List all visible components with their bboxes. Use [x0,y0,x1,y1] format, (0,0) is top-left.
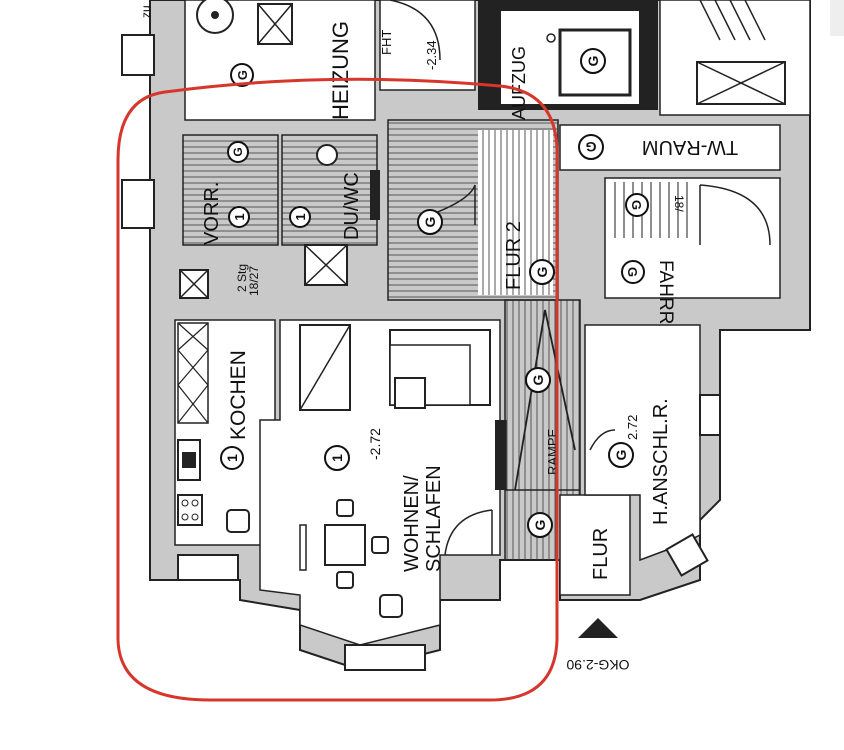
label-272-h: 2.72 [625,415,640,440]
ramp-arrow [514,309,576,491]
label-h-anschl: H.ANSCHL.R. [650,398,672,525]
g-marker-heizung: G [230,63,254,87]
svg-text:G: G [613,449,629,460]
g-marker-rampe: G [525,367,551,393]
bay-window [665,533,709,577]
label-stairs-1827: 18/27 [247,266,261,296]
svg-text:1: 1 [232,213,247,220]
svg-text:G: G [231,147,245,156]
label-stairs-2stg: 2 Stg [235,264,249,292]
label-fht: FHT [379,30,394,55]
g-marker-h-anschl: G [608,442,634,468]
label-stairs-18: 18/ [672,195,686,212]
side-table [394,377,426,409]
dining-table [324,524,366,566]
svg-text:G: G [235,70,250,80]
label-kochen: KOCHEN [227,350,250,440]
g-marker-aufzug: G [580,48,606,74]
svg-text:G: G [530,374,546,385]
svg-text:1: 1 [329,454,345,462]
highlight-outline [116,77,559,702]
window-left-mid [121,179,155,229]
label-flur-2: FLUR 2 [503,221,525,290]
corridor-top [379,0,476,91]
svg-text:G: G [534,266,550,277]
window-right [699,394,721,436]
g-marker-flur-low: G [527,512,553,538]
g-marker-flur2-b: G [529,259,555,285]
label-schlafen: SCHLAFEN [423,465,445,572]
marker-1-du: 1 [289,206,311,228]
g-marker-tw: G [578,134,604,160]
svg-text:G: G [585,55,601,66]
svg-text:1: 1 [224,454,240,462]
window-bottom [344,644,426,671]
label-272-room: -2.72 [367,428,383,460]
north-triangle [578,618,618,638]
label-heizung: HEIZUNG [328,21,353,120]
g-marker-fahrr-stair: G [625,193,649,217]
g-marker-fahrr: G [621,260,645,284]
label-tw-raum: TW-RAUM [642,136,738,158]
toilet-icon [316,144,338,166]
label-zu: zu [139,5,153,18]
label-wohnen: WOHNEN/ [401,475,423,572]
armchair-icon [379,594,403,618]
svg-text:G: G [532,519,548,530]
svg-text:G: G [629,200,644,210]
label-234: -2.34 [424,40,439,70]
marker-1-wohnen: 1 [324,445,350,471]
label-vorr: VORR. [201,182,223,245]
svg-text:1: 1 [293,213,308,220]
room-flur [559,494,631,596]
label-okg: OKG-2.90 [566,657,629,673]
stove-icon [177,494,203,526]
window-left-low [177,554,239,581]
g-marker-flur2-a: G [417,209,443,235]
marker-1-vorr: 1 [228,206,250,228]
page-edge-strip [830,0,844,36]
label-aufzug: AUFZUG [509,46,529,120]
svg-text:G: G [625,267,640,277]
label-flur: FLUR [590,528,612,580]
g-marker-vorr: G [227,141,249,163]
stool-icon [226,509,250,533]
label-du-wc: DU/WC [341,172,363,240]
svg-text:G: G [585,139,596,155]
marker-1-kochen: 1 [220,446,244,470]
label-fahrr-1: FAHRR.1 [655,260,676,340]
svg-text:G: G [422,216,438,227]
window-top-left [121,34,155,76]
room-h-anschl [584,324,701,562]
